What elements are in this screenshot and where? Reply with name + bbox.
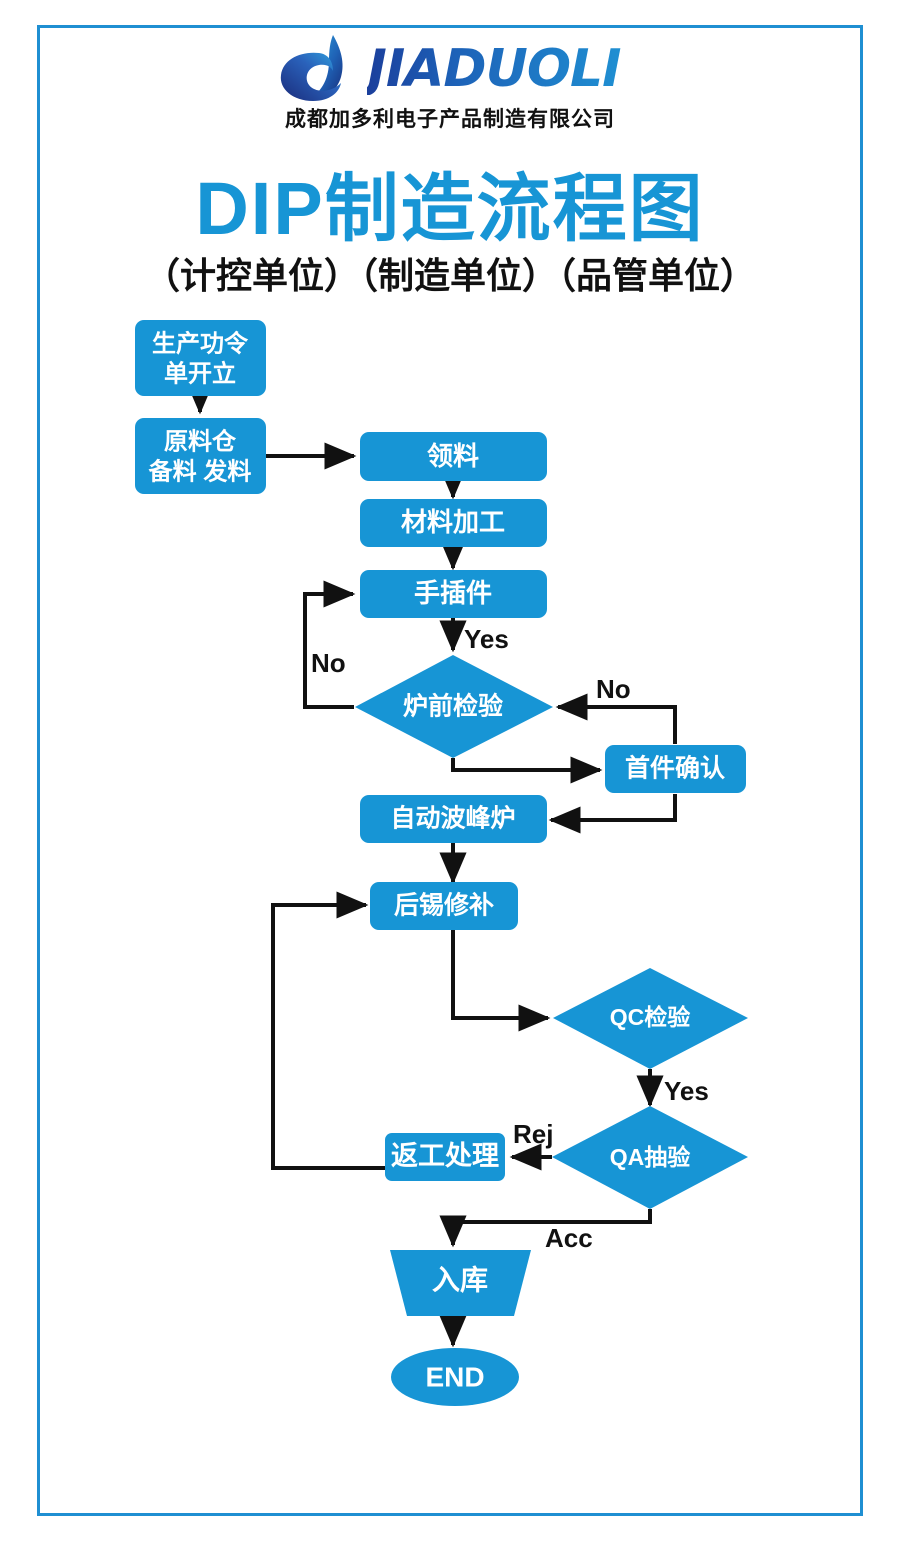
edge-label-no-2: No: [596, 674, 631, 704]
node-label: END: [425, 1361, 484, 1392]
node-shape-rounded-rect: [360, 432, 547, 481]
edge-label-yes-1: Yes: [464, 624, 509, 654]
node-shape-trapezoid: [390, 1250, 531, 1316]
node-shape-rounded-rect: [605, 745, 746, 793]
logo-wordmark: JIADUOLI: [367, 39, 621, 99]
node-label: QA抽验: [610, 1144, 691, 1170]
company-name: 成都加多利电子产品制造有限公司: [285, 108, 615, 131]
node-label: 手插件: [414, 578, 492, 608]
node-first-article-confirm[interactable]: 首件确认: [605, 745, 746, 793]
page-title: DIP制造流程图: [195, 167, 705, 250]
node-label: 炉前检验: [403, 692, 503, 721]
company-header: JIADUOLI 成都加多利电子产品制造有限公司: [0, 33, 900, 131]
edge-label-yes-2: Yes: [664, 1076, 709, 1106]
node-shape-rounded-rect: [360, 570, 547, 618]
node-label: 自动波峰炉: [390, 804, 515, 833]
node-qa-sampling[interactable]: QA抽验: [552, 1106, 748, 1209]
droplet-wave-logo-icon: [281, 35, 344, 101]
node-shape-rounded-rect: [370, 882, 518, 930]
node-shape-diamond: [553, 968, 748, 1069]
node-warehouse-in[interactable]: 入库: [390, 1250, 531, 1316]
node-label-line1: 生产功令: [152, 329, 249, 357]
node-pick-material[interactable]: 领料: [360, 432, 547, 481]
node-label: 返工处理: [391, 1141, 499, 1171]
node-shape-rounded-rect: [135, 320, 266, 396]
edge-label-no-1: No: [311, 648, 346, 678]
node-label: 领料: [427, 441, 479, 471]
node-post-solder-repair[interactable]: 后锡修补: [370, 882, 518, 930]
edge-label-acc: Acc: [545, 1223, 593, 1253]
flow-connectors: [186, 382, 677, 1348]
node-manual-insertion[interactable]: 手插件: [360, 570, 547, 618]
node-label: 后锡修补: [394, 891, 494, 920]
node-shape-rounded-rect: [385, 1133, 505, 1181]
node-material-processing[interactable]: 材料加工: [360, 499, 547, 547]
node-shape-rounded-rect: [360, 499, 547, 547]
node-shape-diamond: [552, 1106, 748, 1209]
node-material-warehouse[interactable]: 原料仓 备料 发料: [135, 418, 266, 494]
node-rework[interactable]: 返工处理: [385, 1133, 505, 1181]
edge-n6-n7: [451, 756, 603, 784]
page-subtitle: （计控单位）（制造单位）（品管单位）: [143, 255, 756, 296]
node-label-line2: 单开立: [164, 359, 236, 387]
edge-n12-n9: [271, 891, 385, 1170]
node-qc-inspection[interactable]: QC检验: [553, 968, 748, 1069]
node-shape-rounded-rect: [135, 418, 266, 494]
node-shape-ellipse: [391, 1348, 519, 1406]
node-label: 入库: [432, 1264, 488, 1295]
node-label-line2: 备料 发料: [148, 457, 252, 485]
node-end[interactable]: END: [391, 1348, 519, 1406]
node-auto-wave-solder[interactable]: 自动波峰炉: [360, 795, 547, 843]
node-shape-rounded-rect: [360, 795, 547, 843]
node-label-line1: 原料仓: [164, 427, 237, 455]
edge-n9-n10: [451, 930, 551, 1032]
edge-n6-n5-no: [303, 580, 356, 709]
node-production-order[interactable]: 生产功令 单开立: [135, 320, 266, 396]
flow-edge-labels: Yes No No Yes Rej Acc: [311, 624, 709, 1253]
node-label: 材料加工: [401, 507, 505, 537]
node-label: 首件确认: [625, 754, 725, 783]
edge-label-rej: Rej: [513, 1119, 553, 1149]
edge-n7-n8: [548, 794, 677, 834]
node-pre-furnace-inspection[interactable]: 炉前检验: [355, 655, 553, 758]
node-label: QC检验: [610, 1004, 691, 1030]
edge-n7-n6-no: [555, 693, 677, 744]
node-shape-diamond: [355, 655, 553, 758]
logo-row: JIADUOLI: [279, 33, 622, 105]
edge-n11-n13-acc: [439, 1209, 652, 1248]
